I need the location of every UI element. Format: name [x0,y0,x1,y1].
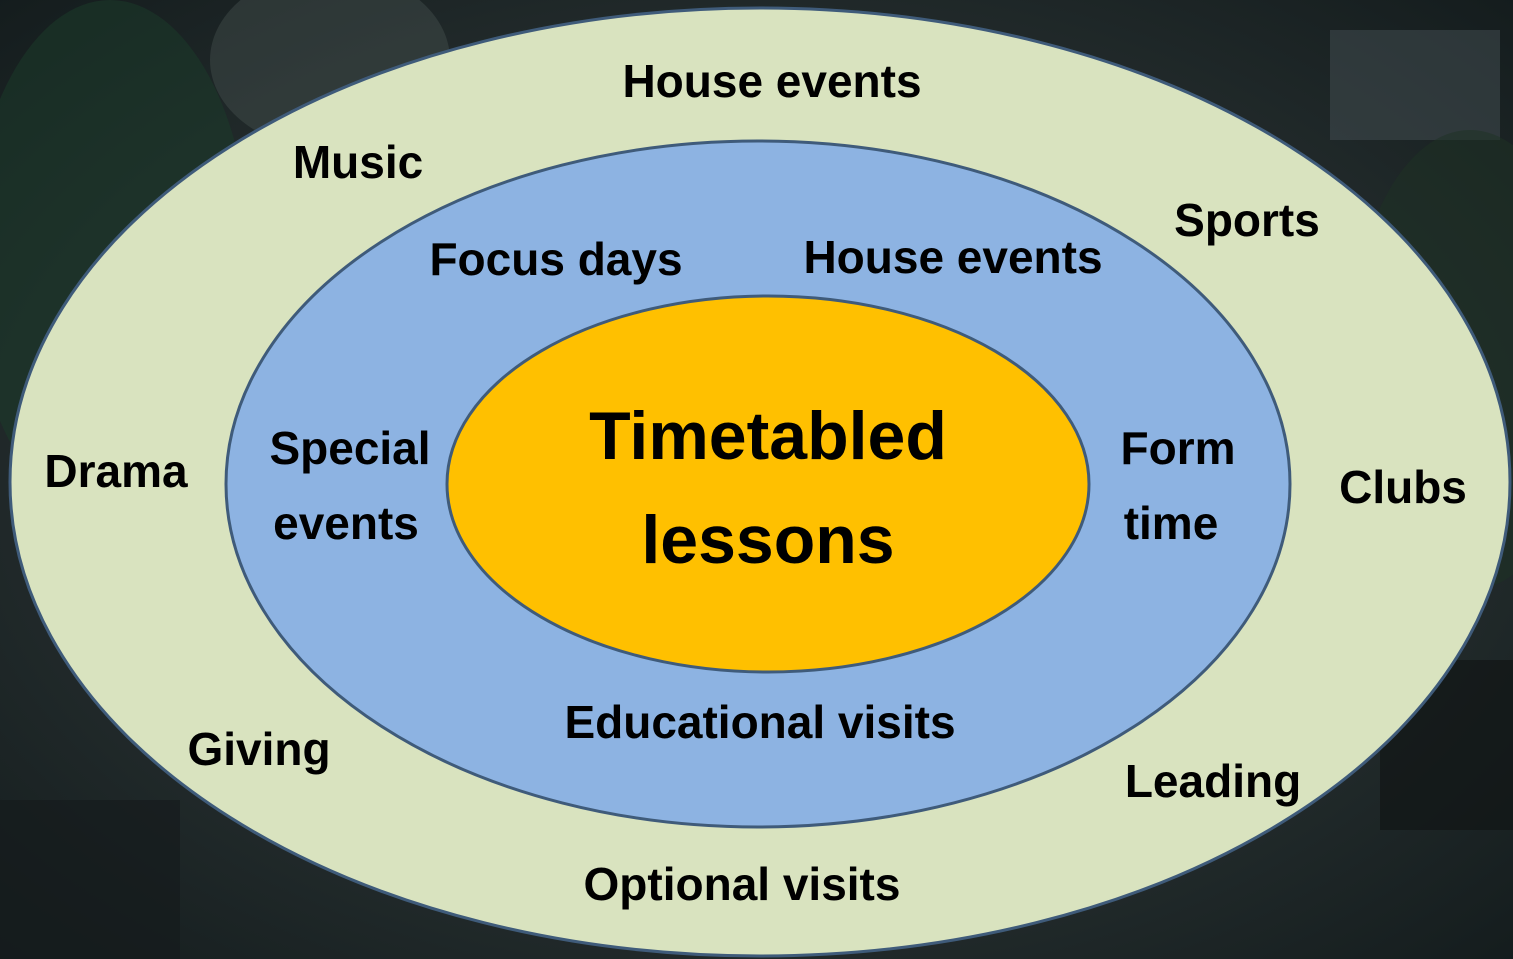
center-label-line1: Timetabled [589,398,947,474]
outer-label-leading: Leading [1125,755,1301,807]
middle-label-form-time-line1: Form [1121,422,1236,474]
outer-label-giving: Giving [187,723,330,775]
outer-label-optional-visits: Optional visits [584,858,901,910]
outer-label-clubs: Clubs [1339,461,1467,513]
outer-label-drama: Drama [44,445,188,497]
background-monitor [0,800,180,959]
outer-label-music: Music [293,136,423,188]
middle-label-house-events: House events [803,231,1102,283]
center-ellipse [445,294,1091,674]
middle-label-special-events-line1: Special [269,422,430,474]
middle-label-educational-visits: Educational visits [564,696,955,748]
outer-label-house-events: House events [622,55,921,107]
middle-label-form-time-line2: time [1124,497,1219,549]
middle-label-focus-days: Focus days [429,233,682,285]
center-label-line2: lessons [641,502,894,578]
background-monitor [1330,30,1500,140]
outer-label-sports: Sports [1174,194,1320,246]
middle-label-special-events-line2: events [273,497,419,549]
